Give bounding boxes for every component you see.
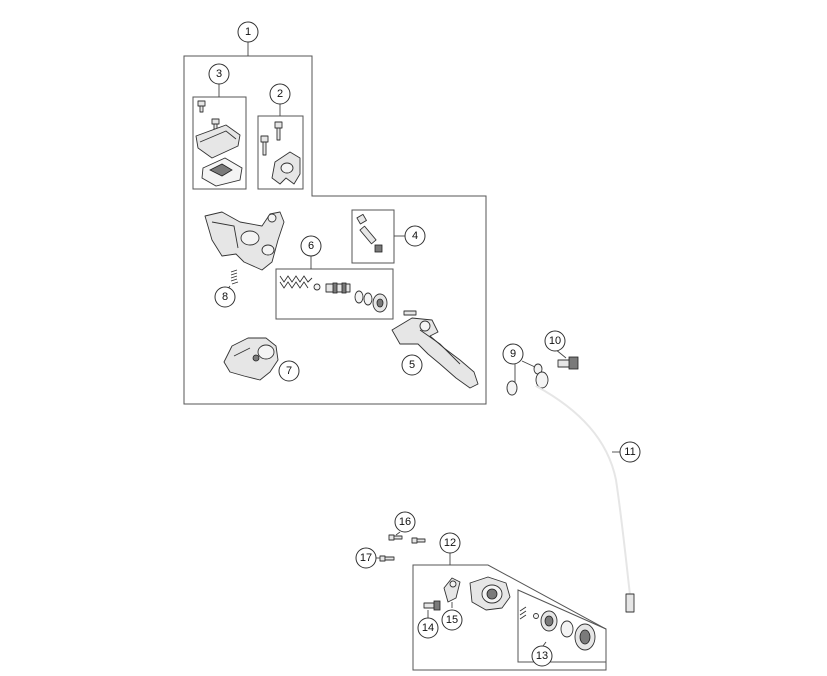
bleeder-bracket-part — [443, 577, 461, 603]
svg-text:12: 12 — [444, 537, 456, 549]
svg-text:14: 14 — [422, 622, 434, 634]
callout-16: 16 — [394, 511, 416, 533]
svg-text:17: 17 — [360, 552, 372, 564]
svg-text:5: 5 — [409, 359, 415, 371]
svg-text:11: 11 — [624, 446, 635, 458]
handlebar-clamp-part — [260, 121, 301, 185]
callout-3: 3 — [208, 63, 230, 85]
callout-4: 4 — [404, 225, 426, 247]
subframe-4 — [351, 209, 395, 264]
slave-piston-kit-part — [519, 606, 596, 651]
callout-11: 11 — [619, 441, 641, 463]
subframe-3 — [192, 96, 247, 190]
svg-text:4: 4 — [412, 230, 418, 242]
lower-cover-part — [223, 337, 279, 381]
svg-text:10: 10 — [549, 335, 561, 347]
callout-9: 9 — [502, 343, 524, 365]
brake-lever-part — [391, 310, 479, 389]
screw-16-part — [388, 534, 426, 544]
svg-text:8: 8 — [222, 291, 228, 303]
callout-2: 2 — [269, 83, 291, 105]
callout-13: 13 — [531, 645, 553, 667]
svg-text:2: 2 — [277, 88, 283, 100]
callout-6: 6 — [300, 235, 322, 257]
master-cylinder-body — [204, 211, 285, 271]
assembly-frame-1 — [183, 55, 487, 405]
reservoir-cover-part — [195, 100, 243, 187]
svg-text:6: 6 — [308, 240, 314, 252]
svg-text:3: 3 — [216, 68, 222, 80]
slave-cylinder-body — [469, 576, 511, 611]
callout-7: 7 — [278, 360, 300, 382]
subframe-2 — [257, 115, 304, 190]
piston-kit-part — [279, 275, 388, 313]
callout-14: 14 — [417, 617, 439, 639]
callout-8: 8 — [214, 286, 236, 308]
callout-17: 17 — [355, 547, 377, 569]
banjo-bolt-part — [557, 356, 579, 370]
svg-text:1: 1 — [245, 26, 251, 38]
small-spring-part — [230, 269, 239, 285]
callout-10: 10 — [544, 330, 566, 352]
svg-text:9: 9 — [510, 348, 516, 360]
svg-text:7: 7 — [286, 365, 292, 377]
svg-text:15: 15 — [446, 614, 458, 626]
callout-12: 12 — [439, 532, 461, 554]
pivot-bolt-part — [356, 213, 383, 253]
bleeder-screw-part — [423, 600, 441, 611]
brake-hose-part — [535, 371, 635, 613]
callout-15: 15 — [441, 609, 463, 631]
callout-1: 1 — [237, 21, 259, 43]
screw-17-part — [379, 555, 395, 562]
svg-text:13: 13 — [536, 650, 548, 662]
svg-text:16: 16 — [399, 516, 411, 528]
subframe-13 — [517, 589, 607, 663]
subframe-6 — [275, 268, 394, 320]
callout-5: 5 — [401, 354, 423, 376]
